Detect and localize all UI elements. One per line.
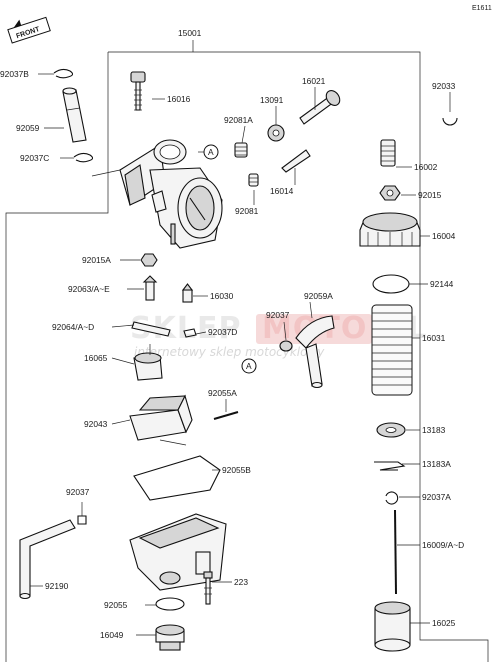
holder-16065-part xyxy=(133,344,163,381)
carburetor-body-part xyxy=(119,139,223,249)
hose-92059-part xyxy=(62,87,87,143)
part-label-16049: 16049 xyxy=(100,630,124,640)
part-label-13183a: 13183A xyxy=(422,459,451,469)
clip-13183a-part xyxy=(374,461,406,471)
part-label-92055a: 92055B xyxy=(222,465,251,475)
plug-16049-part xyxy=(155,624,185,651)
part-label-92063: 92063/A~E xyxy=(68,284,110,294)
part-label-92037b: 92037B xyxy=(0,69,29,79)
spring-92081a-part xyxy=(234,142,248,158)
part-label-92037d: 92037D xyxy=(208,327,237,337)
gasket-92055a-part xyxy=(133,455,221,501)
part-label-92059a: 92059A xyxy=(304,291,333,301)
clip-92037-left-part xyxy=(77,515,87,525)
part-label-92055b: 92144 xyxy=(430,279,454,289)
float-bowl-part xyxy=(129,513,227,591)
o-ring-92055-part xyxy=(155,597,185,611)
part-label-16031: 92043 xyxy=(84,419,108,429)
o-ring-92055b-part xyxy=(372,274,410,294)
part-label-16014: 16014 xyxy=(270,186,294,196)
part-label-92037c: 92037C xyxy=(20,153,49,163)
jet-needle-16009-part xyxy=(394,509,397,595)
callout-a-top-label: A xyxy=(208,147,214,157)
screw-16021-part xyxy=(299,90,341,125)
screw-16016-part xyxy=(130,71,146,111)
circlip-92033-part xyxy=(442,117,458,126)
part-label-16021: 16021 xyxy=(302,76,326,86)
screw-223-part xyxy=(203,571,213,605)
nut-92015-part xyxy=(379,185,401,201)
watermark-tagline: internetowy sklep motocyklowy xyxy=(134,345,325,359)
part-label-92190: 92190 xyxy=(45,581,69,591)
cap-16004-part xyxy=(359,212,421,247)
part-label-92144: 16031 xyxy=(422,333,446,343)
part-label-16009: 16009/A~D xyxy=(422,540,464,550)
needle-16014-part xyxy=(281,149,311,173)
float-16031-part xyxy=(129,394,193,446)
part-label-92037: 92037 xyxy=(266,310,290,320)
part-label-13183: 13183 xyxy=(422,425,446,435)
spring-92144-part xyxy=(371,304,413,396)
adjuster-16002-part xyxy=(380,139,396,167)
clip-92037c-part xyxy=(73,152,94,163)
part-label-16030: 16030 xyxy=(210,291,234,301)
part-label-223: 223 xyxy=(234,577,248,587)
part-label-92064: 92064/A~D xyxy=(52,322,94,332)
part-label-16016: 16016 xyxy=(167,94,191,104)
washer-13183-part xyxy=(376,422,406,438)
callout-a-bottom-label: A xyxy=(246,361,252,371)
part-label-92037-left: 92037 xyxy=(66,487,90,497)
e-clip-92037a-part xyxy=(385,491,399,505)
clip-92037b-part xyxy=(53,68,74,79)
part-label-16002: 16002 xyxy=(414,162,438,172)
part-label-92055: 92055 xyxy=(104,600,128,610)
callout-a-top: A xyxy=(203,144,219,160)
clip-92037d-part xyxy=(183,328,197,338)
sleeve-16025-part xyxy=(374,601,411,652)
pin-92043-part xyxy=(213,411,239,420)
part-label-16025: 16025 xyxy=(432,618,456,628)
assembly-boundary xyxy=(5,40,489,662)
part-label-92015: 92015 xyxy=(418,190,442,200)
hose-92190-part xyxy=(19,519,76,600)
leader-lines xyxy=(30,73,451,636)
part-label-92081a: 92081A xyxy=(224,115,253,125)
part-label-16065: 16065 xyxy=(84,353,108,363)
part-label-13091: 13091 xyxy=(260,95,284,105)
needle-jet-92064-part xyxy=(131,321,171,337)
nut-92015a-part xyxy=(140,253,158,267)
plug-16030-part xyxy=(181,283,194,303)
part-label-92033: 92033 xyxy=(432,81,456,91)
front-direction-badge: FRONT xyxy=(7,16,51,44)
diagram-code: E1611 xyxy=(472,5,492,12)
part-label-92043: 92055A xyxy=(208,388,237,398)
ring-13091-part xyxy=(267,124,285,142)
hose-92059a-part xyxy=(295,315,335,389)
part-label-92081: 92081 xyxy=(235,206,259,216)
spring-92081-part xyxy=(248,173,259,187)
part-label-92015a: 92015A xyxy=(82,255,111,265)
part-label-15001: 15001 xyxy=(178,28,202,38)
part-label-92037a: 92037A xyxy=(422,492,451,502)
jet-92063-part xyxy=(142,275,158,301)
part-label-16004: 16004 xyxy=(432,231,456,241)
part-labels: 15001 92037B 92059 92037C 16016 16021 13… xyxy=(0,28,464,640)
callout-a-bottom: A xyxy=(241,358,257,374)
clip-92037-part xyxy=(279,340,293,352)
part-label-92059: 92059 xyxy=(16,123,40,133)
